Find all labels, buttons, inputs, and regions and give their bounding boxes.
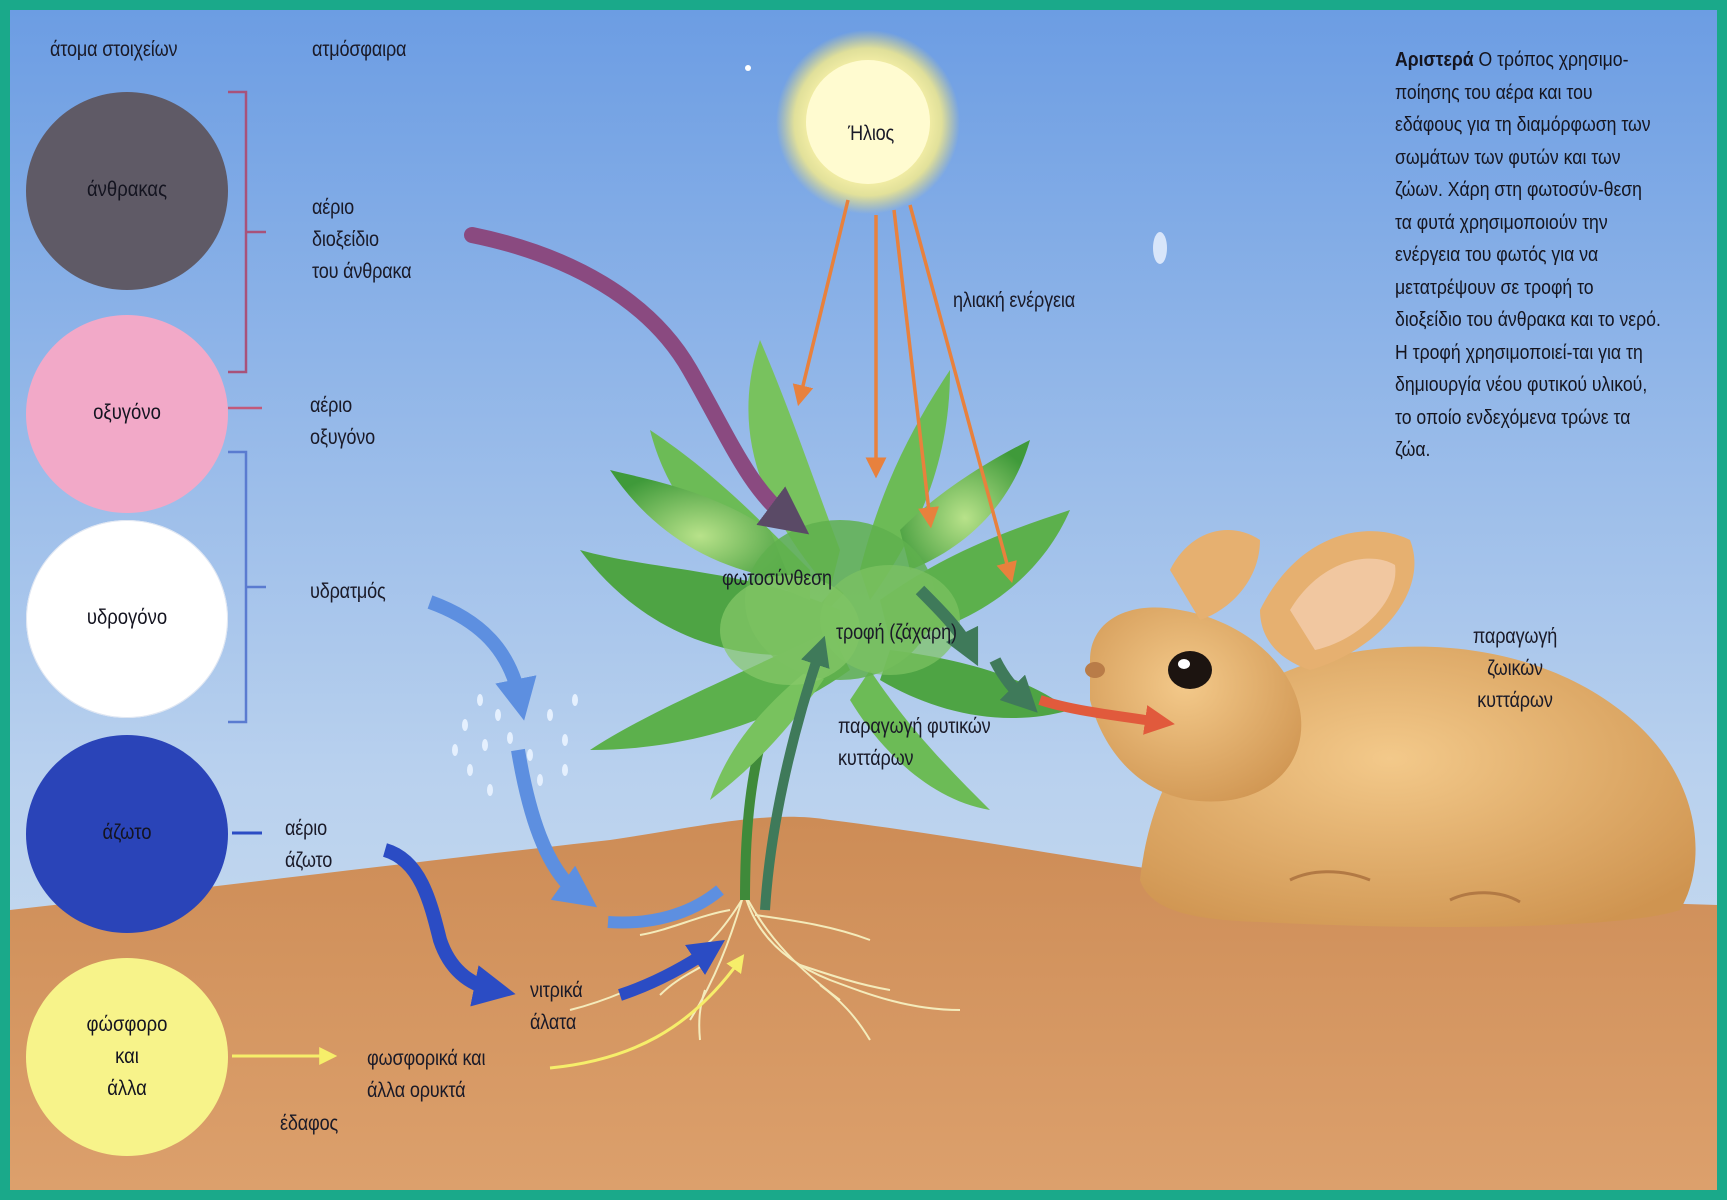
carbon-label: άνθρακας [38, 174, 216, 206]
o2-label: αέριο οξυγόνο [310, 390, 375, 454]
co2-label: αέριο διοξείδιο του άνθρακα [312, 192, 411, 288]
nitrogen-circle: άζωτο [26, 735, 228, 933]
sky-dot [745, 65, 751, 71]
food-label: τροφή (ζάχαρη) [836, 617, 957, 649]
diagram: άνθρακας οξυγόνο υδρογόνο άζωτο φώσφορο … [10, 10, 1717, 1190]
solar-energy-label: ηλιακή ενέργεια [953, 285, 1075, 317]
oxygen-label: οξυγόνο [38, 397, 216, 429]
caption-text: Ο τρόπος χρησιμο-ποίησης του αέρα και το… [1395, 48, 1661, 461]
animal-cells-label: παραγωγή ζωικών κυττάρων [1446, 621, 1584, 717]
atmosphere-header: ατμόσφαιρα [312, 34, 406, 66]
photosynthesis-label: φωτοσύνθεση [722, 563, 832, 595]
carbon-circle: άνθρακας [26, 92, 228, 290]
nitrates-label: νιτρικά άλατα [530, 975, 583, 1039]
nitrogen-label: άζωτο [38, 817, 216, 849]
caption-bold: Αριστερά [1395, 48, 1474, 71]
elements-header: άτομα στοιχείων [50, 34, 177, 66]
phosphorus-circle: φώσφορο και άλλα [26, 958, 228, 1156]
n2-label: αέριο άζωτο [285, 813, 332, 877]
oxygen-circle: οξυγόνο [26, 315, 228, 513]
figure-caption: Αριστερά Ο τρόπος χρησιμο-ποίησης του αέ… [1395, 44, 1662, 467]
phosphates-label: φωσφορικά και άλλα ορυκτά [367, 1043, 485, 1107]
plant-cells-label: παραγωγή φυτικών κυττάρων [838, 711, 991, 775]
sky-spark [1153, 232, 1167, 264]
vapor-label: υδρατμός [310, 576, 386, 608]
soil-header: έδαφος [280, 1108, 338, 1140]
hydrogen-label: υδρογόνο [38, 602, 216, 634]
hydrogen-circle: υδρογόνο [26, 520, 228, 718]
phosphorus-label: φώσφορο και άλλα [38, 1009, 216, 1105]
sun-label: Ήλιος [848, 118, 894, 150]
